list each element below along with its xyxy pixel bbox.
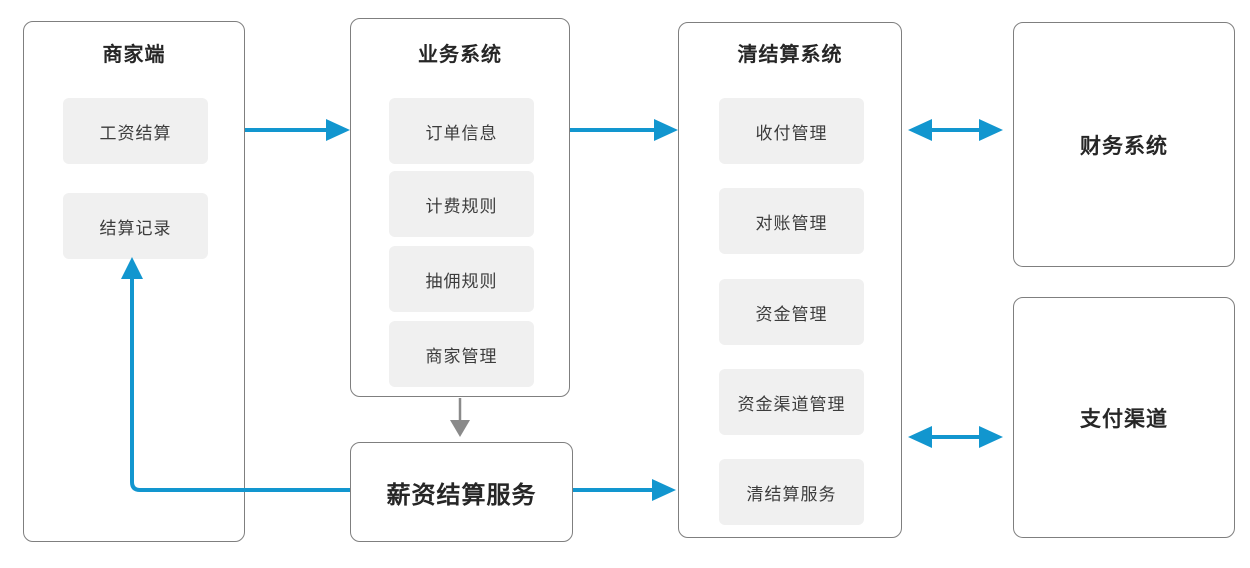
merchant-box: 商家端 工资结算 结算记录 (23, 21, 245, 542)
clearing-item-funds-channel-management: 资金渠道管理 (719, 369, 864, 435)
payment-channel-box: 支付渠道 (1013, 297, 1235, 538)
business-item-commission-rules: 抽佣规则 (389, 246, 534, 312)
merchant-item-settlement-records: 结算记录 (63, 193, 208, 259)
arrow-merchant-to-business (245, 119, 350, 141)
clearing-settlement-system-box: 清结算系统 收付管理 对账管理 资金管理 资金渠道管理 清结算服务 (678, 22, 902, 538)
finance-system-title: 财务系统 (1080, 134, 1168, 158)
clearing-item-reconciliation-management: 对账管理 (719, 188, 864, 254)
clearing-settlement-system-title: 清结算系统 (737, 44, 843, 66)
clearing-item-payment-management: 收付管理 (719, 98, 864, 164)
business-system-box: 业务系统 订单信息 计费规则 抽佣规则 商家管理 (350, 18, 570, 397)
payroll-settlement-service-box: 薪资结算服务 (350, 442, 573, 542)
business-item-order-info: 订单信息 (389, 98, 534, 164)
arrow-payroll-to-clearing (573, 479, 676, 501)
payment-channel-title: 支付渠道 (1080, 407, 1168, 431)
arrow-business-to-payroll (450, 398, 470, 437)
arrow-business-to-clearing (570, 119, 678, 141)
merchant-item-salary-settlement: 工资结算 (63, 98, 208, 164)
business-item-billing-rules: 计费规则 (389, 171, 534, 237)
arrow-clearing-payment-bidirectional (908, 426, 1003, 448)
business-system-title: 业务系统 (418, 44, 502, 66)
arrow-clearing-finance-bidirectional (908, 119, 1003, 141)
finance-system-box: 财务系统 (1013, 22, 1235, 267)
clearing-item-funds-management: 资金管理 (719, 279, 864, 345)
clearing-item-clearing-settlement-service: 清结算服务 (719, 459, 864, 525)
merchant-title: 商家端 (102, 44, 166, 66)
payroll-settlement-service-title: 薪资结算服务 (386, 481, 537, 509)
business-item-merchant-management: 商家管理 (389, 321, 534, 387)
